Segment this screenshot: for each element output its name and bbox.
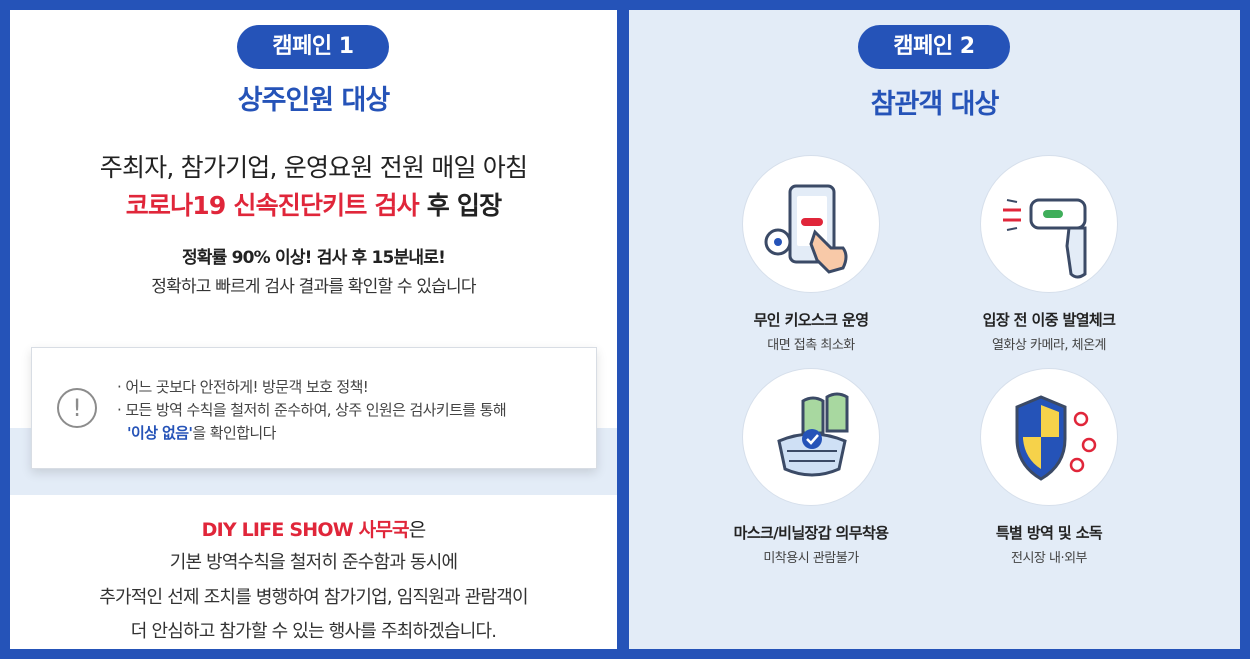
campaign2-panel: 캠페인 2 참관객 대상 무인 키오스크 운영 대면 접촉 최소화 xyxy=(629,10,1240,649)
campaign2-subtitle: 참관객 대상 xyxy=(870,89,1000,120)
campaign1-line1: 주최자, 참가기업, 운영요원 전원 매일 아침 xyxy=(99,153,528,182)
feature-fever-check: 입장 전 이중 발열체크 열화상 카메라, 체온계 xyxy=(949,155,1149,353)
footer-org-line: DIY LIFE SHOW 사무국은 xyxy=(10,515,617,542)
campaign1-line2: 코로나19 신속진단키트 검사 후 입장 xyxy=(10,186,617,222)
rapid-test-highlight: 코로나19 신속진단키트 검사 xyxy=(125,191,420,220)
notice-bullet-2: · 모든 방역 수칙을 철저히 준수하여, 상주 인원은 검사키트를 통해 xyxy=(117,401,507,419)
footer-line-1: 기본 방역수칙을 철저히 준수함과 동시에 xyxy=(169,552,458,573)
mask-gloves-icon xyxy=(742,368,880,506)
notice-bullet-1: · 어느 곳보다 안전하게! 방문객 보호 정책! xyxy=(117,378,369,396)
organizer-suffix: 은 xyxy=(408,519,426,541)
notice-bullet-3: '이상 없음'을 확인합니다 xyxy=(127,422,276,443)
notice-bullet-3-rest: 을 확인합니다 xyxy=(192,424,276,442)
feature-fever-check-title: 입장 전 이중 발열체크 xyxy=(982,311,1116,329)
exclamation-icon: ! xyxy=(57,388,97,428)
accuracy-description: 정확하고 빠르게 검사 결과를 확인할 수 있습니다 xyxy=(151,277,476,297)
notice-box: ! · 어느 곳보다 안전하게! 방문객 보호 정책! · 모든 방역 수칙을 … xyxy=(31,347,597,469)
feature-mask-gloves-sub: 미착용시 관람불가 xyxy=(763,551,859,566)
no-problem-highlight: '이상 없음' xyxy=(127,424,193,442)
footer-line-2: 추가적인 선제 조치를 병행하여 참가기업, 임직원과 관람객이 xyxy=(99,587,528,608)
feature-kiosk-title: 무인 키오스크 운영 xyxy=(753,311,869,329)
feature-fever-check-sub: 열화상 카메라, 체온계 xyxy=(991,338,1107,353)
feature-mask-gloves-title: 마스크/비닐장갑 의무착용 xyxy=(733,524,889,542)
accuracy-headline: 정확률 90% 이상! 검사 후 15분내로! xyxy=(181,248,446,268)
feature-disinfection-sub: 전시장 내·외부 xyxy=(1010,551,1088,566)
organizer-name: DIY LIFE SHOW 사무국 xyxy=(201,519,410,541)
campaign2-badge: 캠페인 2 xyxy=(858,25,1010,69)
feature-disinfection: 특별 방역 및 소독 전시장 내·외부 xyxy=(949,368,1149,566)
shield-virus-icon xyxy=(980,368,1118,506)
kiosk-touch-icon xyxy=(742,155,880,293)
feature-mask-gloves: 마스크/비닐장갑 의무착용 미착용시 관람불가 xyxy=(711,368,911,566)
footer-line-3: 더 안심하고 참가할 수 있는 행사를 주최하겠습니다. xyxy=(130,621,497,642)
campaign1-subtitle: 상주인원 대상 xyxy=(237,85,390,116)
feature-kiosk: 무인 키오스크 운영 대면 접촉 최소화 xyxy=(711,155,911,353)
campaign1-panel: 캠페인 1 상주인원 대상 주최자, 참가기업, 운영요원 전원 매일 아침 코… xyxy=(10,10,617,649)
campaign1-badge: 캠페인 1 xyxy=(237,25,389,69)
feature-disinfection-title: 특별 방역 및 소독 xyxy=(995,524,1103,542)
entry-after-text: 후 입장 xyxy=(418,191,502,220)
thermometer-gun-icon xyxy=(980,155,1118,293)
feature-kiosk-sub: 대면 접촉 최소화 xyxy=(767,338,855,353)
